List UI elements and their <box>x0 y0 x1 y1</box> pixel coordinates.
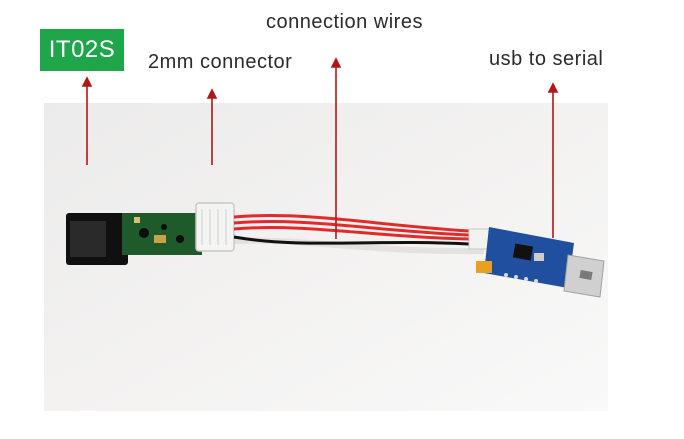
connection-wires <box>233 214 470 246</box>
wires-label: connection wires <box>266 11 423 33</box>
usb-serial-board <box>468 227 605 298</box>
usb-serial-label: usb to serial <box>489 48 604 70</box>
white-connector <box>195 202 235 252</box>
model-badge: IT02S <box>40 29 124 71</box>
connector-label: 2mm connector <box>148 51 293 73</box>
hardware-photo <box>44 103 608 411</box>
sensor-module <box>66 213 202 265</box>
